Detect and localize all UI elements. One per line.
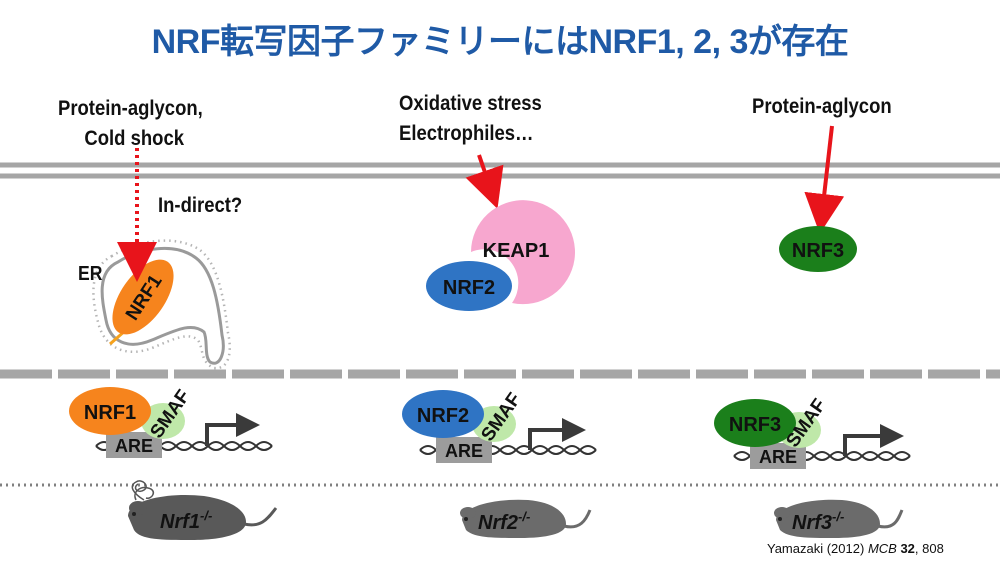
nrf3-cyto-label: NRF3	[792, 240, 844, 262]
nrf1-nuclear-label: NRF1	[84, 402, 136, 424]
nrf1-knockout-mouse: Nrf1-/-	[128, 480, 278, 540]
nrf3-stimulus-label: Protein-aglycon	[752, 95, 892, 118]
nrf3-stimulus-arrow	[804, 125, 845, 234]
nrf1-stimulus-label: Protein-aglycon, Cold shock	[58, 94, 203, 154]
are-label: ARE	[445, 441, 483, 461]
citation: Yamazaki (2012) MCB 32, 808	[767, 541, 944, 556]
nrf2-mouse-label: Nrf2-/-	[478, 509, 530, 534]
transcription-arrow	[843, 424, 904, 456]
nrf1-nuclear-protein	[69, 387, 151, 435]
nrf2-nuclear-protein	[402, 390, 484, 438]
nrf1-nuclear-complex: ARE NRF1 SMAF	[69, 386, 273, 458]
nrf3-nuclear-complex: ARE NRF3 SMAF	[714, 395, 911, 469]
nrf2-stimulus-label: Oxidative stress Electrophiles…	[399, 89, 542, 149]
nrf3-nuclear-label: NRF3	[729, 414, 781, 436]
nrf3-knockout-mouse: Nrf3-/-	[774, 499, 904, 538]
nrf2-stimulus-arrow	[465, 154, 504, 209]
slide-title: NRF転写因子ファミリーにはNRF1, 2, 3が存在	[151, 23, 849, 61]
nrf2-nuclear-complex: ARE NRF2 SMAF	[402, 389, 597, 463]
nrf2-stimulus-line1: Oxidative stress	[399, 92, 542, 115]
smaf-protein	[141, 403, 185, 439]
er-label: ER	[78, 263, 103, 285]
citation-authors: Yamazaki (2012)	[767, 541, 865, 556]
citation-journal: MCB	[867, 541, 897, 556]
nrf1-stimulus-line1: Protein-aglycon,	[58, 97, 203, 120]
cell-membrane	[0, 162, 1000, 179]
transcription-arrow	[528, 418, 586, 450]
are-box	[436, 437, 492, 463]
nrf3-nuclear-protein	[714, 399, 796, 447]
nrf1-stimulus-line2: Cold shock	[84, 127, 185, 150]
nrf2-nuclear-label: NRF2	[417, 405, 469, 427]
nrf2-cyto-protein	[426, 261, 512, 311]
citation-volume: 32	[900, 541, 915, 556]
keap1-label: KEAP1	[483, 240, 550, 262]
keap1-complex: KEAP1 NRF2	[426, 200, 575, 311]
indirect-label: In-direct?	[158, 194, 243, 217]
are-label: ARE	[115, 436, 153, 456]
are-label: ARE	[759, 447, 797, 467]
nrf3-cyto-protein	[779, 226, 857, 272]
er-organelle	[92, 239, 231, 370]
nrf3-mouse-label: Nrf3-/-	[792, 509, 844, 534]
nrf1-mouse-label: Nrf1-/-	[160, 508, 212, 533]
nrf2-cyto-label: NRF2	[443, 277, 495, 299]
citation-pages: , 808	[914, 541, 944, 556]
transcription-arrow	[205, 413, 260, 446]
nrf2-stimulus-line2: Electrophiles…	[399, 122, 534, 145]
nrf2-knockout-mouse: Nrf2-/-	[460, 499, 592, 538]
